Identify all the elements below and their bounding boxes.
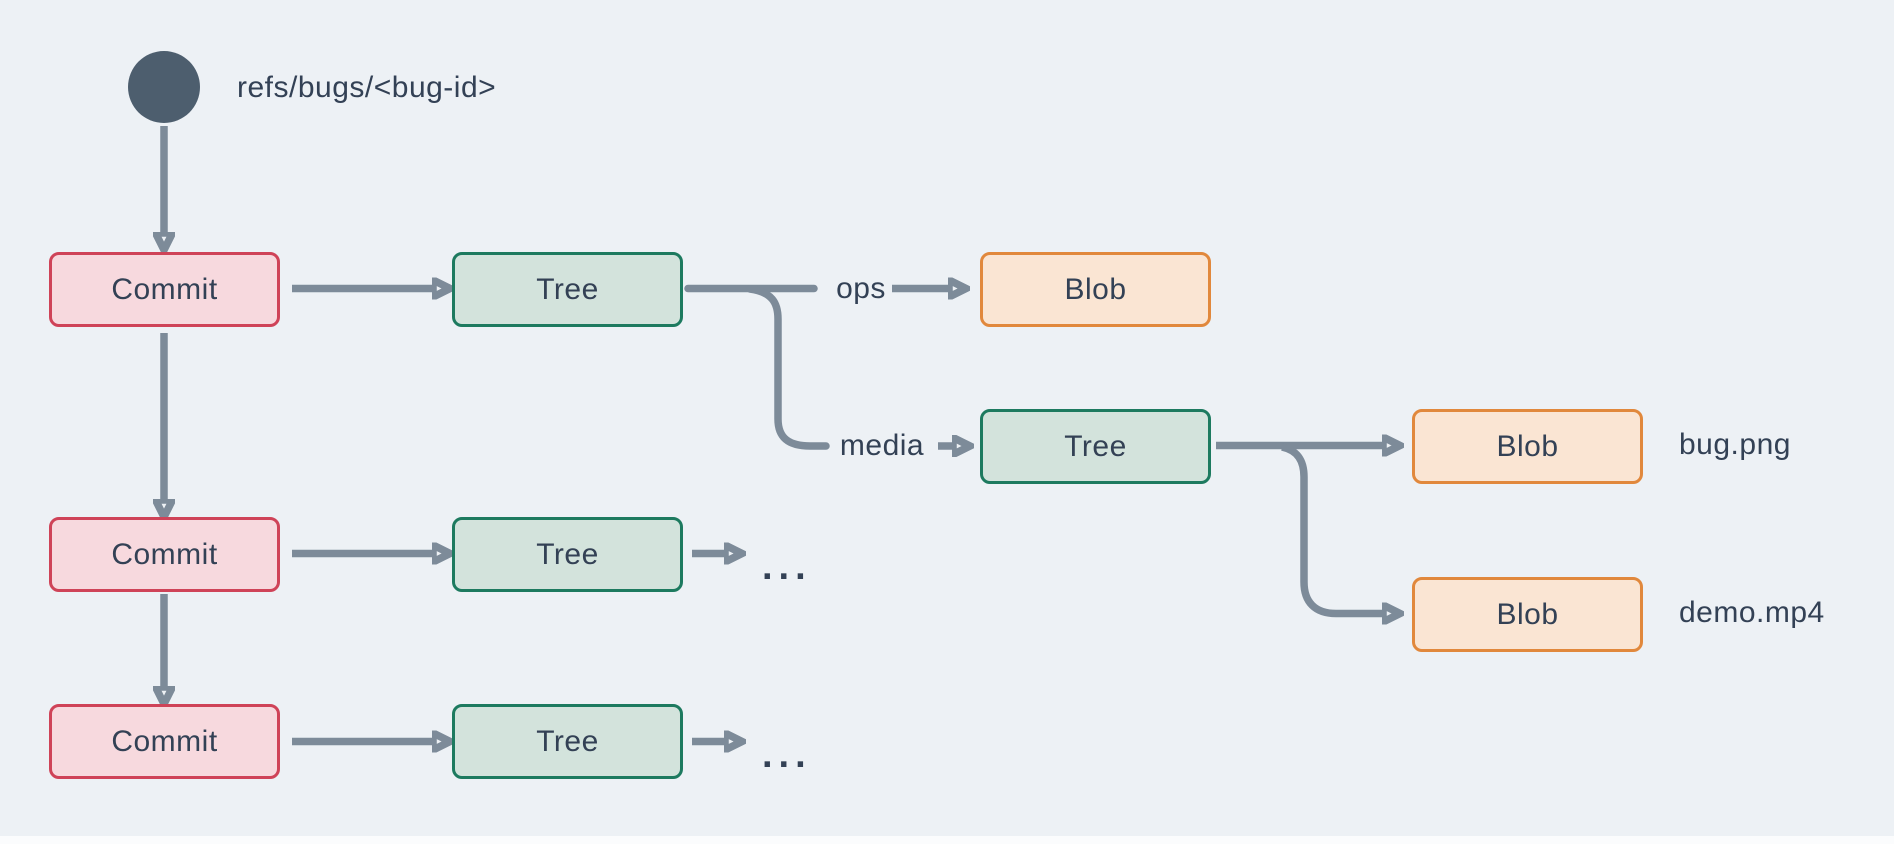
edge-label-ops: ops (836, 272, 886, 305)
blob-node-demo-label: Blob (1496, 597, 1559, 631)
file-label-demo-mp4: demo.mp4 (1679, 596, 1825, 629)
tree-node-row2-label: Tree (536, 537, 599, 571)
file-label-bug-png: bug.png (1679, 428, 1791, 461)
commit-node-2: Commit (49, 517, 280, 592)
commit-node-3: Commit (49, 704, 280, 779)
bottom-strip (0, 836, 1894, 844)
edge-tree1-branch-to-media-label (746, 285, 830, 450)
tree-node-row2: Tree (452, 517, 683, 592)
ref-label: refs/bugs/<bug-id> (237, 71, 497, 104)
tree-node-media: Tree (980, 409, 1211, 484)
tree-node-row3-label: Tree (536, 724, 599, 758)
edge-label-media: media (839, 429, 925, 462)
commit-node-1-label: Commit (111, 272, 218, 306)
blob-node-bug-label: Blob (1496, 429, 1559, 463)
tree-node-row3: Tree (452, 704, 683, 779)
commit-node-2-label: Commit (111, 537, 218, 571)
tree-node-root-label: Tree (536, 272, 599, 306)
ref-circle-icon (128, 51, 200, 123)
blob-node-ops-label: Blob (1064, 272, 1127, 306)
blob-node-demo: Blob (1412, 577, 1643, 652)
ellipsis-row3: ... (762, 734, 812, 776)
blob-node-ops: Blob (980, 252, 1211, 327)
commit-node-3-label: Commit (111, 724, 218, 758)
edge-tree-media-branch-to-blob-demo (1280, 443, 1384, 614)
tree-node-media-label: Tree (1064, 429, 1127, 463)
ellipsis-row2: ... (762, 546, 812, 588)
blob-node-bug: Blob (1412, 409, 1643, 484)
commit-node-1: Commit (49, 252, 280, 327)
tree-node-root: Tree (452, 252, 683, 327)
